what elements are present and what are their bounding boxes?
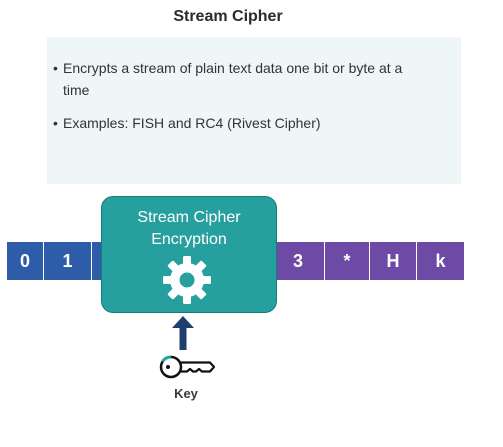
bullet-item: • Examples: FISH and RC4 (Rivest Cipher) (53, 112, 413, 134)
encryption-box: Stream Cipher Encryption (101, 196, 277, 313)
output-cell: H (370, 242, 417, 280)
diagram-title: Stream Cipher (173, 8, 283, 25)
bullet-text: Examples: FISH and RC4 (Rivest Cipher) (63, 115, 321, 131)
encryption-title-line1: Stream Cipher (137, 209, 241, 226)
input-cell: 0 (7, 242, 44, 280)
encryption-title-line2: Encryption (151, 231, 227, 248)
output-cell: * (325, 242, 370, 280)
arrow-up-icon (172, 316, 194, 350)
key-icon (159, 355, 216, 379)
gear-icon (163, 256, 211, 304)
bullet-text: Encrypts a stream of plain text data one… (63, 60, 403, 98)
bullet-dot: • (53, 115, 58, 131)
bullet-dot: • (53, 60, 58, 76)
key-label: Key (174, 386, 198, 401)
bullet-item: • Encrypts a stream of plain text data o… (53, 57, 403, 101)
input-cell: 1 (44, 242, 92, 280)
output-cell: k (417, 242, 464, 280)
output-cell: 3 (272, 242, 325, 280)
info-box: • Encrypts a stream of plain text data o… (47, 37, 461, 184)
